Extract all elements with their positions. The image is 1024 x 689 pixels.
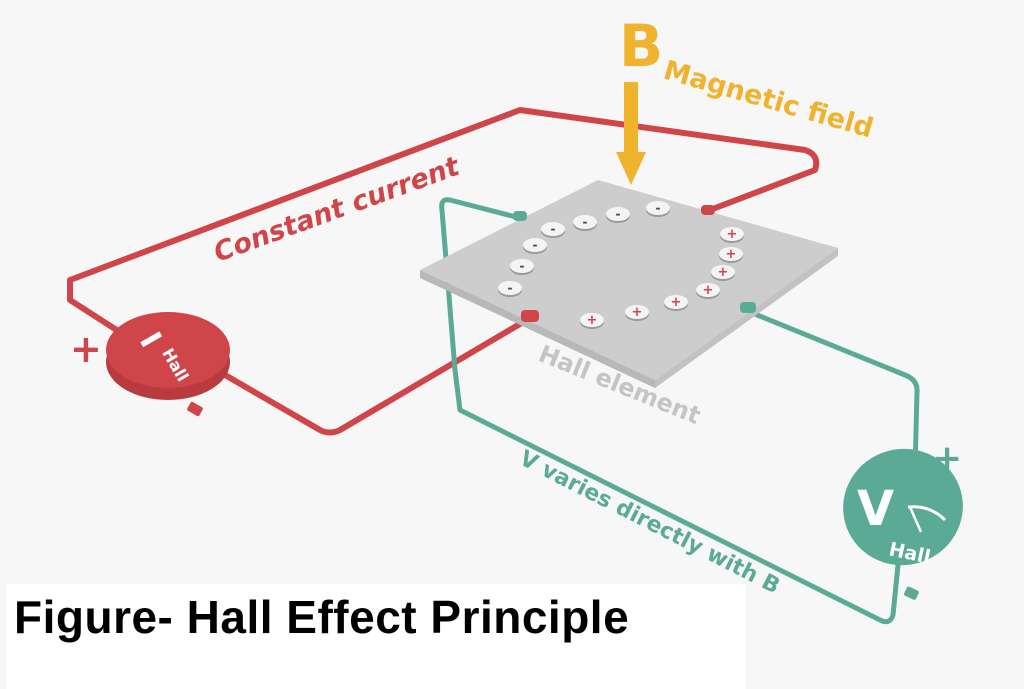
svg-text:-: - bbox=[616, 207, 621, 221]
voltmeter-symbol: V bbox=[857, 481, 894, 537]
svg-text:-: - bbox=[656, 201, 661, 215]
charge-markers: -------+++++++ bbox=[498, 201, 744, 329]
voltmeter-plus: + bbox=[932, 438, 962, 479]
hall-element-plate bbox=[420, 180, 838, 388]
positive-charge-icon: + bbox=[580, 313, 604, 329]
positive-charge-icon: + bbox=[664, 295, 688, 311]
voltage-circuit-wire-right bbox=[744, 307, 920, 471]
negative-charge-icon: - bbox=[646, 201, 670, 217]
negative-charge-icon: - bbox=[573, 215, 597, 231]
svg-text:+: + bbox=[632, 305, 643, 320]
svg-text:-: - bbox=[508, 281, 513, 295]
current-circuit-wire bbox=[67, 107, 820, 348]
svg-text:+: + bbox=[671, 295, 682, 310]
svg-text:+: + bbox=[718, 265, 729, 280]
positive-charge-icon: + bbox=[720, 227, 744, 243]
current-source-plus: + bbox=[70, 327, 102, 371]
positive-charge-icon: + bbox=[711, 265, 735, 281]
svg-text:+: + bbox=[703, 283, 714, 298]
positive-charge-icon: + bbox=[625, 305, 649, 321]
negative-charge-icon: - bbox=[541, 222, 565, 238]
positive-charge-icon: + bbox=[696, 283, 720, 299]
voltmeter-gauge-icon bbox=[907, 505, 947, 522]
voltmeter: V Hall bbox=[843, 448, 963, 569]
positive-charge-icon: + bbox=[719, 247, 743, 263]
negative-charge-icon: - bbox=[510, 259, 534, 275]
caption-background bbox=[6, 584, 746, 689]
svg-text:-: - bbox=[533, 238, 538, 252]
voltage-terminal-right bbox=[740, 302, 756, 313]
svg-text:+: + bbox=[727, 227, 738, 242]
svg-text:-: - bbox=[520, 259, 525, 273]
negative-charge-icon: - bbox=[606, 207, 630, 223]
b-symbol: B bbox=[619, 12, 663, 80]
current-source-minus bbox=[187, 401, 203, 417]
voltmeter-needle-icon bbox=[908, 506, 923, 533]
negative-charge-icon: - bbox=[523, 238, 547, 254]
magnetic-field-label: Magnetic field bbox=[660, 55, 877, 144]
voltmeter-minus bbox=[904, 586, 919, 600]
negative-charge-icon: - bbox=[498, 281, 522, 297]
magnetic-field-arrow-icon bbox=[616, 82, 646, 185]
svg-text:+: + bbox=[726, 247, 737, 262]
v-varies-label: V varies directly with B bbox=[515, 446, 783, 599]
current-source: I Hall bbox=[106, 312, 230, 400]
svg-text:-: - bbox=[551, 222, 556, 236]
current-circuit-wire-lower bbox=[223, 315, 532, 436]
current-terminal-left bbox=[521, 310, 539, 322]
svg-text:+: + bbox=[587, 313, 598, 328]
svg-text:-: - bbox=[583, 215, 588, 229]
voltage-circuit-wire bbox=[439, 197, 903, 625]
current-terminal-right bbox=[701, 205, 715, 215]
figure-caption: Figure- Hall Effect Principle bbox=[14, 591, 630, 643]
voltage-terminal-left bbox=[513, 211, 527, 221]
